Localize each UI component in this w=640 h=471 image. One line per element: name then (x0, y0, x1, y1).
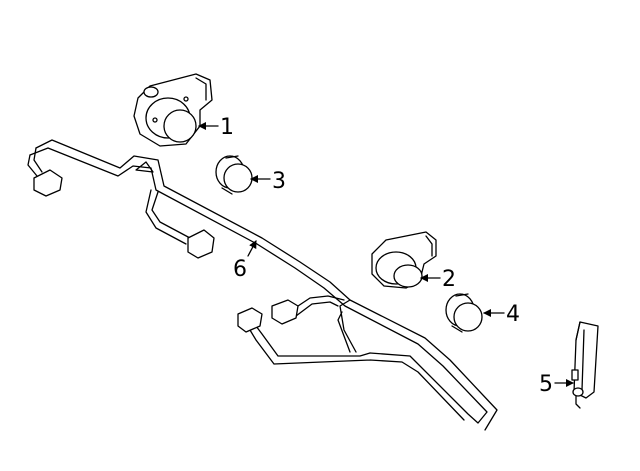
connector-mid (187, 229, 215, 259)
callout-numbers: 1 2 3 4 5 6 (220, 115, 553, 397)
callout-1: 1 (220, 115, 234, 140)
leader-6 (247, 240, 257, 257)
sensor-bezel-3 (215, 155, 253, 195)
parking-sensor-2 (371, 231, 437, 289)
sensor-bracket-5 (571, 321, 599, 409)
callout-6: 6 (233, 257, 247, 282)
harness-main-upper (35, 139, 498, 431)
parking-sensor-1 (133, 73, 213, 147)
harness-clip (135, 161, 154, 173)
callout-5: 5 (539, 372, 553, 397)
harness-upper-branch (291, 295, 357, 353)
connector-lower-left (237, 307, 263, 333)
callout-leaders (198, 122, 574, 387)
callout-4: 4 (506, 302, 520, 327)
callout-2: 2 (442, 267, 456, 292)
harness-mid-branch (145, 189, 191, 245)
connector-upper-left (33, 169, 63, 197)
harness-main-lower (29, 147, 488, 424)
wiring-harness (27, 139, 498, 431)
harness-left-branch (27, 147, 43, 177)
sensor-bezel-4 (445, 293, 483, 333)
connector-lower-right (271, 299, 299, 325)
harness-lower-branch (249, 325, 465, 421)
callout-3: 3 (272, 169, 286, 194)
